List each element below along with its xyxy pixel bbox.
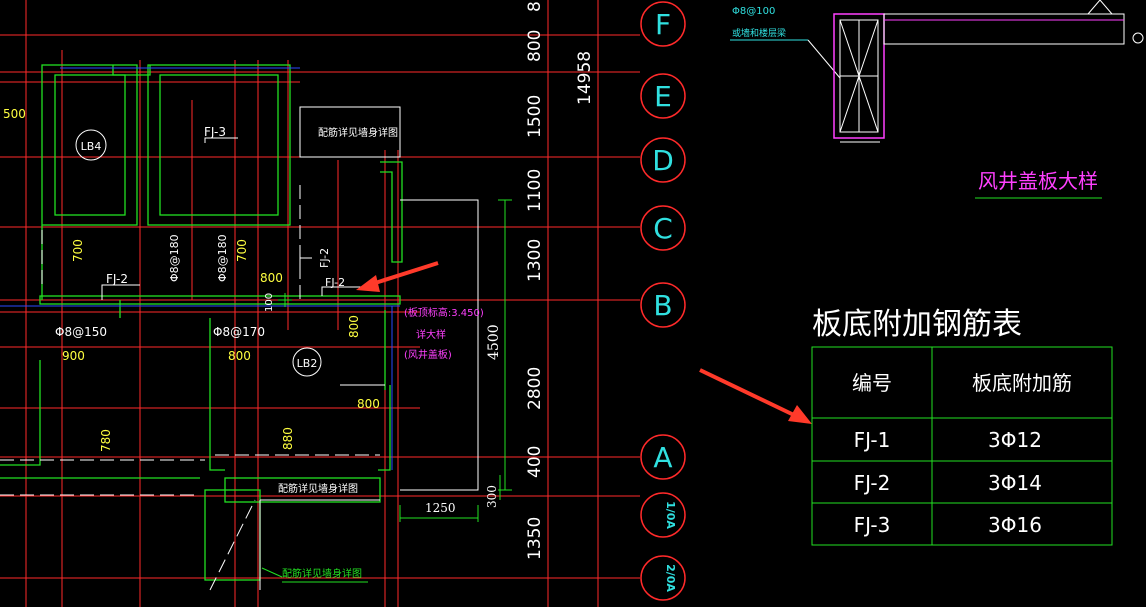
dim-4500: 4500: [486, 324, 502, 360]
num-700-b: 700: [235, 239, 249, 262]
table-row-3-code: FJ-3: [854, 513, 891, 537]
axis-bubbles: [640, 1, 686, 601]
dimension-column: 8 800 1500 1100 1300 2800 400 1350 14958: [525, 0, 595, 607]
plan-labels: LB4 LB2 FJ-3 FJ-2 FJ-2 FJ-2 配筋详见墙身详图 配筋详…: [3, 107, 484, 583]
label-fj2-a: FJ-2: [106, 272, 128, 286]
rebar-150: Φ8@150: [55, 325, 107, 339]
detail-title: 风井盖板大样: [978, 169, 1098, 193]
rebar-table: 板底附加钢筋表 编号 板底附加筋 FJ-1 3Φ12 FJ-2 3Φ14 FJ-…: [811, 307, 1113, 546]
dim-400: 400: [525, 446, 545, 478]
dim-1350: 1350: [525, 517, 545, 560]
label-fj3: FJ-3: [204, 125, 226, 139]
annotation-arrow-2: [699, 368, 812, 424]
dim-1250: 1250: [425, 501, 456, 515]
dim-800: 800: [525, 30, 545, 62]
dim-300: 300: [485, 485, 499, 508]
table-header-code: 编号: [852, 371, 892, 395]
axis-label-C: C: [653, 212, 673, 245]
num-780: 780: [99, 429, 113, 452]
axis-label-D: D: [652, 144, 674, 177]
axis-label-F: F: [655, 8, 671, 41]
dim-top: 8: [525, 1, 545, 12]
dim-1100: 1100: [525, 169, 545, 212]
note-top: 配筋详见墙身详图: [318, 126, 398, 139]
label-fj2-c: FJ-2: [325, 276, 345, 289]
magenta-note-3: (风井盖板): [404, 348, 452, 361]
axis-label-1-0A: 1/0A: [664, 501, 677, 529]
rebar-180-b: Φ8@180: [216, 234, 229, 282]
dimension-1250: 1250: [399, 501, 479, 522]
num-800-a: 800: [260, 271, 283, 285]
rebar-170: Φ8@170: [213, 325, 265, 339]
table-row-2-code: FJ-2: [854, 471, 891, 495]
dim-total: 14958: [575, 51, 595, 105]
label-lb4: LB4: [81, 140, 102, 153]
table-header-rebar: 板底附加筋: [972, 371, 1072, 395]
num-100: 100: [264, 293, 275, 312]
note-mid: 配筋详见墙身详图: [278, 482, 358, 495]
table-row-1-rebar: 3Φ12: [988, 428, 1042, 452]
axis-label-E: E: [654, 80, 672, 113]
axis-label-A: A: [653, 441, 672, 474]
num-800-b: 800: [228, 349, 251, 363]
outlines: [101, 106, 479, 590]
num-800-d: 800: [357, 397, 380, 411]
magenta-note-2: 详大样: [416, 328, 446, 341]
label-lb2: LB2: [297, 357, 318, 370]
detail-drawing: Φ8@100 或墙和楼层梁 风井盖板大样: [730, 0, 1144, 199]
table-row-2-rebar: 3Φ14: [988, 471, 1042, 495]
num-800-c: 800: [347, 315, 361, 338]
table-row-1-code: FJ-1: [854, 428, 891, 452]
table-title: 板底附加钢筋表: [812, 307, 1022, 342]
axis-label-B: B: [653, 289, 672, 322]
axis-label-2-0A: 2/0A: [664, 564, 677, 592]
dimension-4500: 4500 300: [485, 199, 512, 508]
rebar-180-a: Φ8@180: [168, 234, 181, 282]
num-880: 880: [281, 427, 295, 450]
magenta-note-1: (板顶标高:3.450): [404, 306, 484, 319]
table-row-3-rebar: 3Φ16: [988, 513, 1042, 537]
num-500: 500: [3, 107, 26, 121]
dim-2800: 2800: [525, 367, 545, 410]
num-900: 900: [62, 349, 85, 363]
annotation-arrow-1: [356, 261, 439, 292]
detail-note-1: Φ8@100: [732, 6, 775, 17]
dashed-beams: [0, 185, 380, 591]
dim-1500: 1500: [525, 95, 545, 138]
num-700-a: 700: [71, 239, 85, 262]
blue-lines: [0, 67, 400, 470]
walls: [0, 64, 403, 581]
note-bottom: 配筋详见墙身详图: [282, 567, 362, 580]
dim-1300: 1300: [525, 239, 545, 282]
label-fj2-b: FJ-2: [318, 248, 331, 268]
detail-note-2: 或墙和楼层梁: [732, 27, 786, 39]
